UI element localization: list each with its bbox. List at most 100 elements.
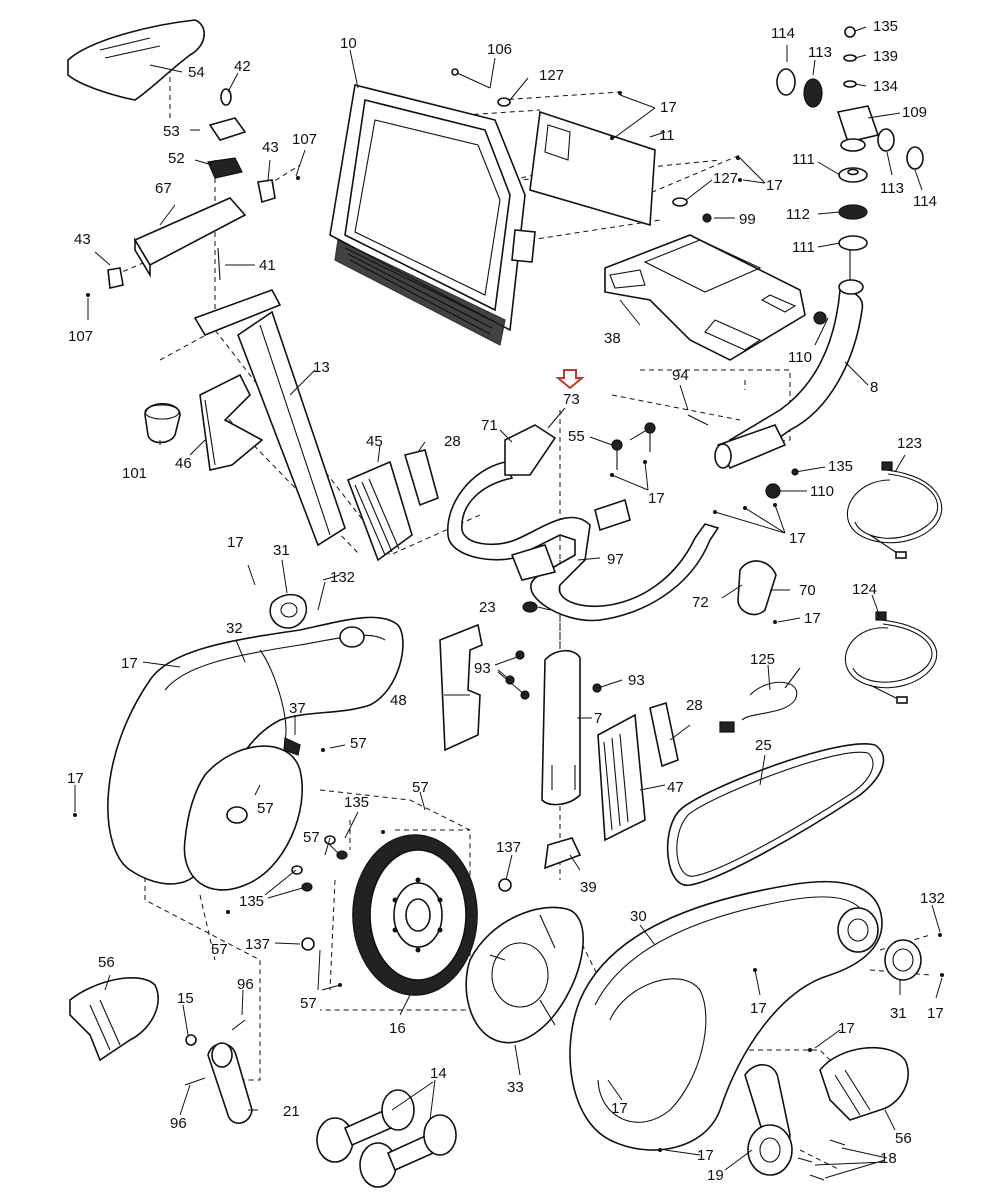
label-135: 135: [344, 794, 369, 811]
label-97: 97: [607, 551, 624, 568]
label-132: 132: [920, 890, 945, 907]
label-32: 32: [226, 620, 243, 637]
callout-arrow: [555, 369, 585, 390]
rear-panel: [529, 110, 656, 227]
right-pedal-crank: [744, 1046, 909, 1181]
dumbbells: [316, 1089, 457, 1188]
label-39: 39: [580, 879, 597, 896]
label-17: 17: [121, 655, 138, 672]
label-110: 110: [810, 483, 834, 500]
label-112: 112: [786, 206, 810, 223]
upright-tube: [714, 279, 864, 470]
label-110: 110: [788, 349, 812, 366]
label-45: 45: [366, 433, 383, 450]
label-21: 21: [283, 1103, 300, 1120]
label-53: 53: [163, 123, 180, 140]
label-139: 139: [873, 48, 898, 65]
label-16: 16: [389, 1020, 406, 1037]
label-111: 111: [792, 151, 815, 168]
label-72: 72: [692, 594, 709, 611]
label-93: 93: [628, 672, 645, 689]
left-shield: [107, 593, 404, 891]
label-67: 67: [155, 180, 172, 197]
label-135: 135: [239, 893, 264, 910]
label-137: 137: [245, 936, 270, 953]
label-19: 19: [707, 1167, 724, 1184]
leader-lines: [74, 26, 943, 1179]
right-shield: [569, 880, 944, 1152]
label-114: 114: [771, 25, 795, 42]
label-52: 52: [168, 150, 185, 167]
label-31: 31: [273, 542, 290, 559]
label-54: 54: [188, 64, 205, 81]
label-135: 135: [828, 458, 853, 475]
label-93: 93: [474, 660, 491, 677]
label-71: 71: [481, 417, 498, 434]
seat-shroud: [199, 373, 264, 471]
label-137: 137: [496, 839, 521, 856]
adjustment-knob: [144, 403, 181, 444]
label-96: 96: [237, 976, 254, 993]
label-73: 73: [563, 391, 580, 408]
label-28: 28: [444, 433, 461, 450]
label-99: 99: [739, 211, 756, 228]
label-11: 11: [659, 127, 675, 144]
label-134: 134: [873, 78, 898, 95]
label-17: 17: [838, 1020, 855, 1037]
label-17: 17: [750, 1000, 767, 1017]
label-31: 31: [890, 1005, 907, 1022]
left-pedal-crank: [69, 977, 253, 1124]
label-96: 96: [170, 1115, 187, 1132]
label-38: 38: [604, 330, 621, 347]
console-assembly: [329, 84, 536, 346]
label-42: 42: [234, 58, 251, 75]
label-15: 15: [177, 990, 194, 1007]
label-17: 17: [648, 490, 665, 507]
label-57: 57: [211, 941, 228, 958]
label-8: 8: [870, 379, 878, 396]
label-17: 17: [660, 99, 677, 116]
flywheel-cover: [465, 906, 584, 1044]
label-94: 94: [672, 367, 689, 384]
label-17: 17: [804, 610, 821, 627]
label-43: 43: [74, 231, 91, 248]
label-23: 23: [479, 599, 496, 616]
label-107: 107: [292, 131, 317, 148]
label-113: 113: [880, 180, 904, 197]
label-55: 55: [568, 428, 585, 445]
label-123: 123: [897, 435, 922, 452]
label-17: 17: [766, 177, 783, 194]
label-37: 37: [289, 700, 306, 717]
label-114: 114: [913, 193, 937, 210]
label-18: 18: [880, 1150, 897, 1167]
label-25: 25: [755, 737, 772, 754]
fasteners-top: [451, 68, 742, 223]
console-tray: [604, 234, 806, 361]
cables: [719, 461, 943, 733]
label-17: 17: [227, 534, 244, 551]
label-46: 46: [175, 455, 192, 472]
label-43: 43: [262, 139, 279, 156]
label-125: 125: [750, 651, 775, 668]
drive-belt: [666, 743, 885, 886]
label-56: 56: [895, 1130, 912, 1147]
label-124: 124: [852, 581, 877, 598]
label-48: 48: [390, 692, 407, 709]
label-57: 57: [303, 829, 320, 846]
post-shrouds: [346, 449, 439, 562]
label-17: 17: [67, 770, 84, 787]
label-47: 47: [667, 779, 684, 796]
label-57: 57: [257, 800, 274, 817]
label-111: 111: [792, 239, 815, 256]
handlebar: [447, 424, 777, 622]
label-17: 17: [697, 1147, 714, 1164]
label-135: 135: [873, 18, 898, 35]
label-30: 30: [630, 908, 647, 925]
label-56: 56: [98, 954, 115, 971]
label-14: 14: [430, 1065, 447, 1082]
label-57: 57: [350, 735, 367, 752]
seat-post: [193, 289, 346, 547]
label-33: 33: [507, 1079, 524, 1096]
label-13: 13: [313, 359, 330, 376]
label-17: 17: [611, 1100, 628, 1117]
